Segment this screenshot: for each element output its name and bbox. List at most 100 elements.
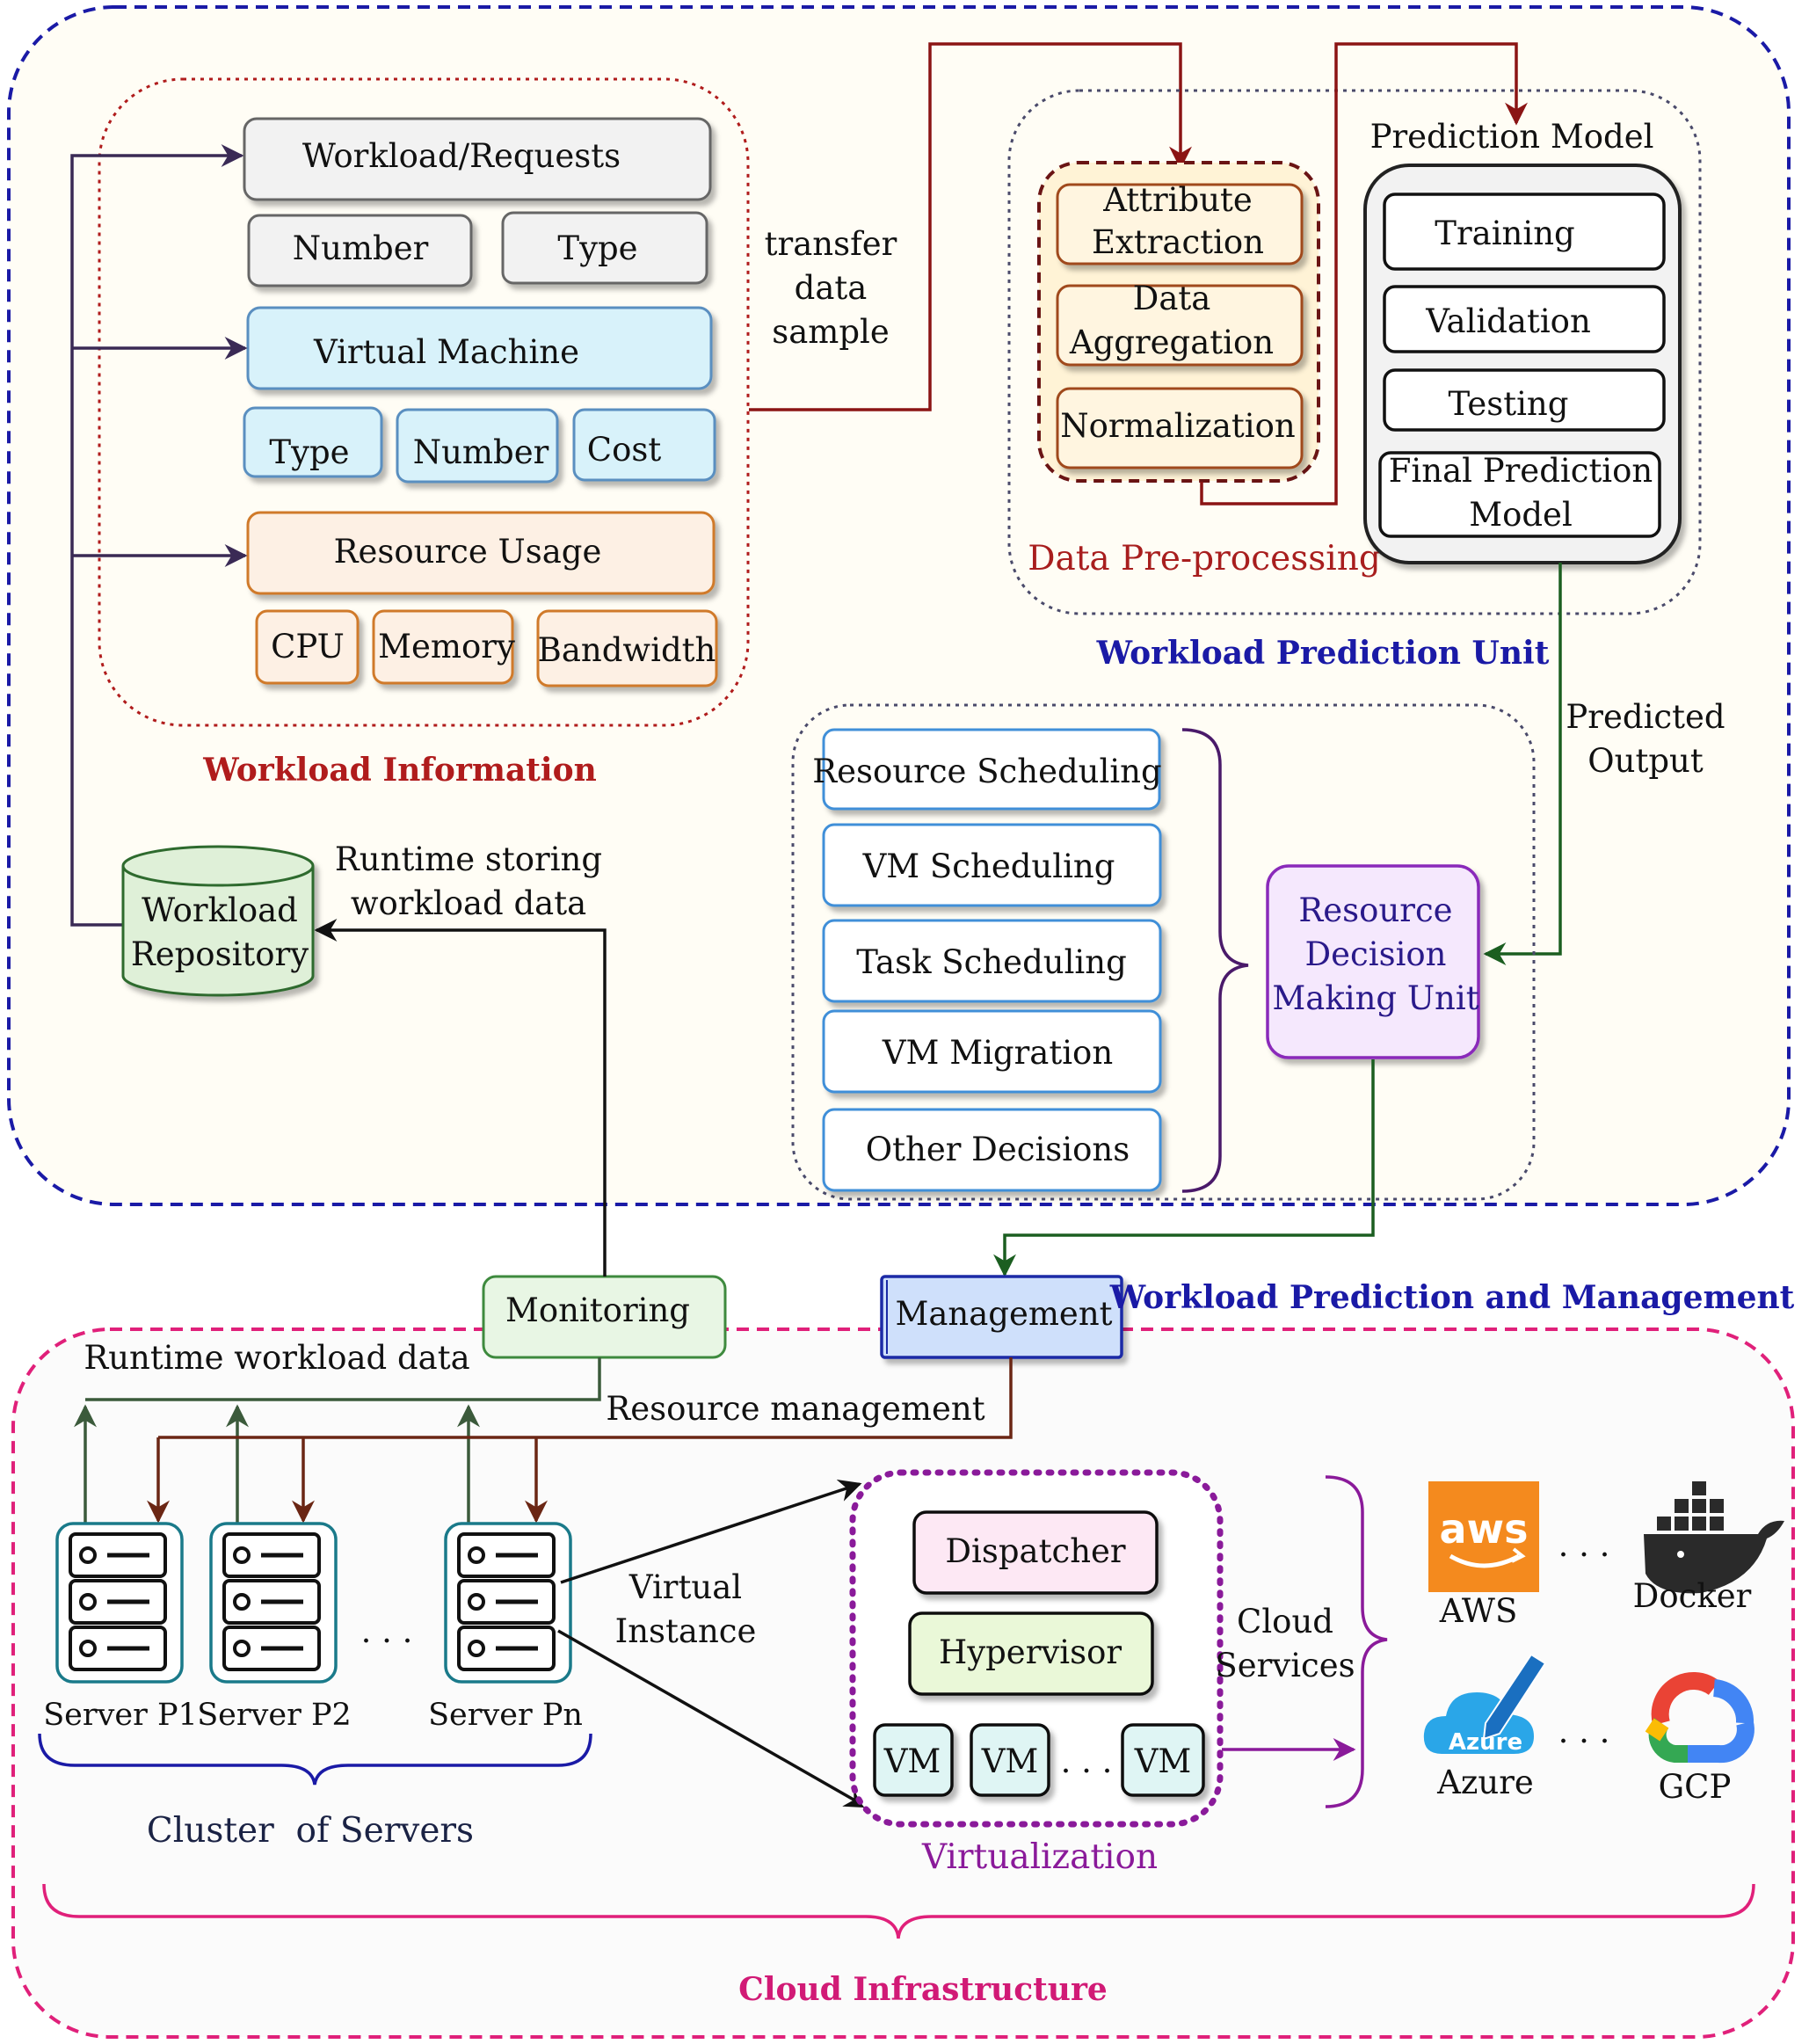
decisions-brace (1181, 728, 1249, 1193)
vm-cost-box[interactable] (572, 408, 716, 482)
dispatcher-label: Dispatcher (945, 1532, 1126, 1570)
providers-ellipsis-bottom: . . . (1558, 1713, 1610, 1750)
aws-logo-text: aws (1440, 1505, 1529, 1553)
predicted-output-label-2: Output (1587, 742, 1704, 780)
predicted-output-arrow (1483, 563, 1562, 965)
attribute-extraction-box[interactable] (1056, 183, 1304, 266)
validation-box[interactable] (1383, 285, 1666, 353)
wr-number-box[interactable] (247, 214, 473, 287)
workload-requests-label: Workload/Requests (302, 137, 621, 175)
server-pn-label: Server Pn (428, 1698, 583, 1733)
cluster-label: Cluster of Servers (147, 1811, 474, 1851)
vm-type-label: Type (269, 433, 349, 471)
hypervisor-label: Hypervisor (939, 1633, 1122, 1671)
runtime-storing-label-1: Runtime storing (335, 840, 602, 878)
resource-management-bus (158, 1357, 1013, 1439)
resource-decision-label-3: Making Unit (1272, 979, 1478, 1017)
resource-scheduling-box[interactable] (822, 728, 1161, 811)
resource-decision-label-2: Decision (1304, 935, 1446, 973)
wr-number-label: Number (293, 229, 429, 267)
vm-scheduling-box[interactable] (822, 823, 1162, 907)
server-to-virtualization-arrow-1 (560, 1479, 862, 1584)
hypervisor-box[interactable] (908, 1611, 1154, 1696)
workload-requests-box[interactable] (243, 117, 712, 201)
cluster-brace (38, 1733, 592, 1786)
workload-prediction-unit-group (1007, 89, 1702, 615)
transfer-label-2: data (795, 269, 868, 307)
memory-box[interactable] (372, 609, 514, 685)
vm-label-n: VM (1134, 1742, 1192, 1780)
server-p1-label: Server P1 (43, 1698, 198, 1733)
runtime-storing-label-2: workload data (351, 884, 586, 922)
attribute-extraction-label-1: Attribute (1102, 181, 1253, 219)
training-label: Training (1435, 215, 1574, 252)
workload-information-title: Workload Information (202, 752, 597, 789)
server-p2-label: Server P2 (197, 1698, 352, 1733)
resource-management-label: Resource management (606, 1390, 984, 1428)
azure-logo-icon: Azure (1423, 1653, 1547, 1756)
normalization-box[interactable] (1056, 387, 1304, 469)
server-p1[interactable] (55, 1522, 184, 1684)
vm-type-box[interactable] (243, 406, 383, 478)
training-box[interactable] (1383, 193, 1666, 271)
transfer-label-3: sample (772, 313, 890, 351)
attribute-extraction-label-2: Extraction (1092, 223, 1264, 261)
virtual-instance-label-1: Virtual (628, 1568, 742, 1606)
dispatcher-box[interactable] (912, 1510, 1159, 1595)
server-p2[interactable] (209, 1522, 338, 1684)
resource-usage-box[interactable] (246, 511, 716, 595)
wr-type-box[interactable] (501, 211, 708, 285)
vm-scheduling-label: VM Scheduling (862, 847, 1115, 885)
aws-label: AWS (1439, 1592, 1518, 1630)
prediction-model-title: Prediction Model (1370, 118, 1654, 156)
final-model-box[interactable] (1378, 451, 1661, 538)
vm-box-1[interactable] (873, 1723, 954, 1797)
management-box[interactable] (880, 1275, 1123, 1359)
servers-ellipsis: . . . (361, 1612, 413, 1650)
testing-box[interactable] (1383, 368, 1666, 432)
vm-label-1: VM (883, 1742, 941, 1780)
data-aggregation-box[interactable] (1056, 284, 1304, 367)
vm-migration-label: VM Migration (882, 1034, 1113, 1072)
other-decisions-label: Other Decisions (866, 1131, 1130, 1168)
decision-to-management-arrow (993, 1059, 1375, 1277)
repo-feed-line (70, 144, 244, 927)
virtual-machine-box[interactable] (246, 306, 713, 390)
workload-information-group (98, 77, 750, 727)
server-pn[interactable] (444, 1522, 572, 1684)
task-scheduling-box[interactable] (822, 919, 1162, 1003)
transfer-label-1: transfer (765, 225, 897, 263)
vm-box-n[interactable] (1121, 1723, 1205, 1797)
data-aggregation-label-1: Data (1133, 280, 1211, 317)
bandwidth-box[interactable] (536, 609, 718, 687)
transfer-data-arrow (749, 42, 1192, 411)
task-scheduling-label: Task Scheduling (856, 943, 1127, 981)
predicted-output-label-1: Predicted (1566, 698, 1725, 736)
cpu-box[interactable] (255, 609, 360, 685)
providers-ellipsis-top: . . . (1558, 1526, 1610, 1564)
vm-box-2[interactable] (970, 1723, 1050, 1797)
vm-migration-box[interactable] (822, 1009, 1162, 1094)
final-model-label-1: Final Prediction (1389, 452, 1653, 490)
other-decisions-box[interactable] (822, 1108, 1162, 1192)
final-model-label-2: Model (1469, 496, 1573, 534)
virtual-instance-label-2: Instance (615, 1612, 757, 1650)
gcp-label: GCP (1659, 1768, 1732, 1806)
workload-repository-cylinder[interactable] (121, 845, 315, 997)
data-preprocessing-title: Data Pre-processing (1028, 539, 1381, 578)
docker-label: Docker (1633, 1577, 1752, 1615)
runtime-workload-data-label: Runtime workload data (84, 1339, 469, 1377)
resource-decision-unit-box[interactable] (1266, 864, 1480, 1059)
workload-repository-label-2: Repository (131, 935, 309, 973)
workload-repository-label-1: Workload (142, 891, 298, 929)
normalization-label: Normalization (1060, 407, 1296, 445)
vm-cost-label: Cost (587, 431, 662, 469)
aws-logo-icon: aws (1428, 1481, 1539, 1592)
testing-label: Testing (1449, 385, 1569, 423)
preprocessing-to-model-arrow (1200, 42, 1528, 506)
bandwidth-label: Bandwidth (538, 631, 716, 669)
cloud-infrastructure-title: Cloud Infrastructure (738, 1971, 1108, 2008)
vm-number-box[interactable] (396, 408, 559, 484)
runtime-data-bus (85, 1357, 601, 1401)
virtual-machine-label: Virtual Machine (313, 333, 579, 371)
